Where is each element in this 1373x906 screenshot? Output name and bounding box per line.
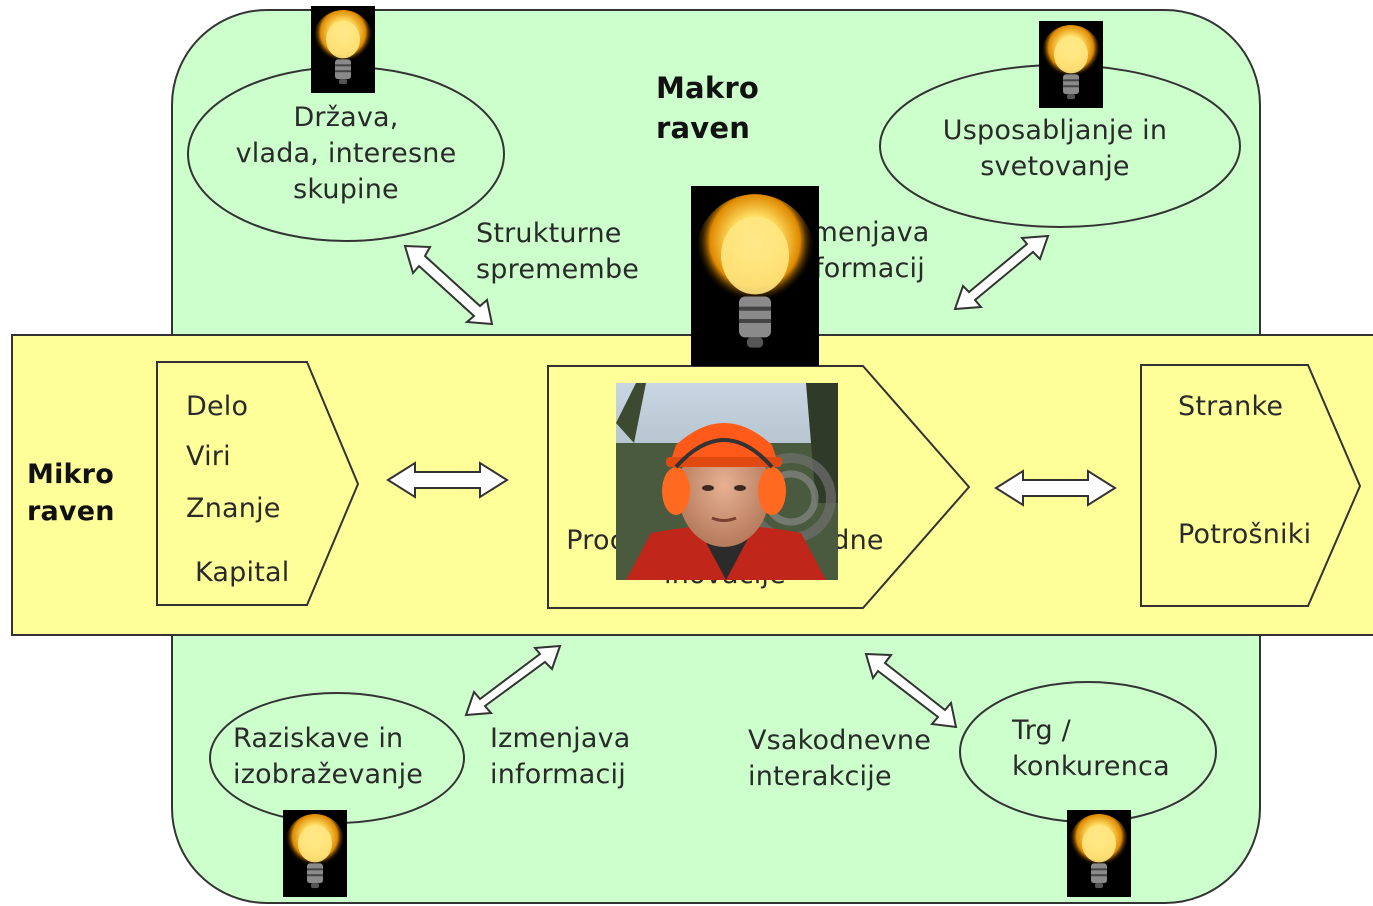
- customers-chevron: [1140, 364, 1362, 607]
- ellipse-research-label: Raziskave in izobraževanje: [233, 723, 424, 790]
- lightbulb-icon: [283, 810, 347, 897]
- worker-helmet-photo: [616, 383, 838, 580]
- micro-level-title: Mikro raven: [27, 459, 115, 527]
- structural-changes-label: Strukturne spremembe: [476, 218, 640, 285]
- inputs-chevron: [156, 361, 360, 606]
- double-arrow-icon: [386, 461, 509, 499]
- lightbulb-icon: [311, 6, 375, 93]
- input-item: Kapital: [195, 557, 290, 588]
- double-arrow-icon: [994, 469, 1117, 507]
- ellipse-market-label: Trg / konkurenca: [1012, 715, 1170, 782]
- input-item: Viri: [186, 441, 231, 472]
- lightbulb-icon: [1039, 21, 1103, 108]
- input-item: Delo: [186, 391, 249, 422]
- customer-item: Potrošniki: [1178, 519, 1312, 550]
- info-exchange-bottom-label: Izmenjava informacij: [490, 723, 631, 790]
- lightbulb-icon: [691, 186, 819, 366]
- ellipse-training-label: Usposabljanje in svetovanje: [942, 115, 1168, 182]
- input-item: Znanje: [186, 493, 281, 524]
- double-arrow-icon: [403, 234, 1050, 729]
- ellipse-state-label: Država, vlada, interesne skupine: [235, 102, 457, 205]
- lightbulb-icon: [1067, 810, 1131, 897]
- customer-item: Stranke: [1178, 391, 1284, 422]
- macro-level-title: Makro raven: [656, 71, 759, 145]
- daily-interactions-label: Vsakodnevne interakcije: [748, 725, 932, 792]
